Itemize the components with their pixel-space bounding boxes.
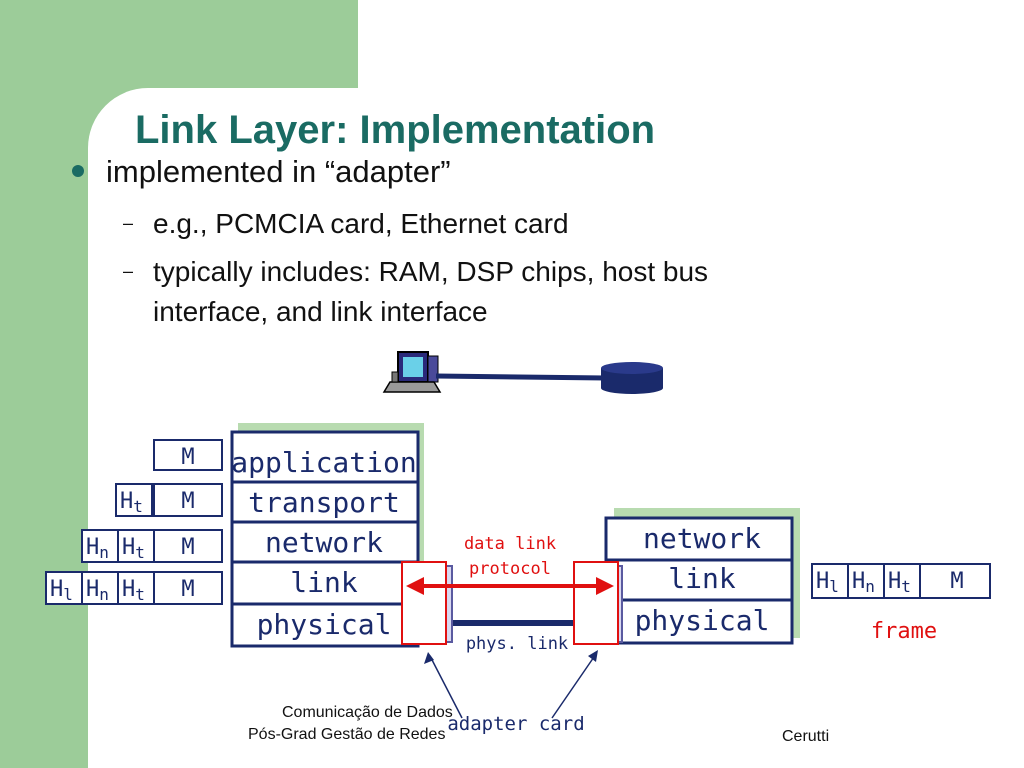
network-cylinder-icon: [601, 362, 663, 394]
header-text: M Ht M Hn Ht M Hl Hn Ht M Hl Hn Ht M: [50, 445, 964, 604]
left-adapter-card: [401, 561, 447, 645]
m-label: M: [181, 577, 194, 602]
sub-bullet-cards: –e.g., PCMCIA card, Ethernet card: [123, 208, 569, 240]
computer-icon: [382, 351, 442, 393]
hl-label: Hl: [50, 577, 73, 604]
layer-physical: physical: [257, 608, 392, 641]
frame-m-label: M: [950, 569, 963, 594]
hn-label: Hn: [86, 577, 109, 604]
layer-transport: transport: [248, 486, 400, 519]
frame-label: frame: [871, 619, 937, 644]
right-layer-physical: physical: [635, 604, 770, 637]
sub-bullet-cards-text: e.g., PCMCIA card, Ethernet card: [153, 208, 569, 239]
right-layer-network: network: [643, 522, 761, 555]
right-layer-link: link: [668, 562, 736, 595]
m-label: M: [181, 489, 194, 514]
ht-label: Ht: [122, 577, 145, 604]
data-link-arrow: [406, 577, 614, 595]
layer-application: application: [231, 446, 416, 479]
layer-link: link: [290, 566, 358, 599]
bullet-dot-icon: [72, 164, 84, 177]
frame-hn-label: Hn: [852, 569, 875, 596]
dash-marker: –: [123, 261, 134, 281]
green-side-band: [0, 0, 88, 768]
protocol-label: protocol: [469, 559, 551, 579]
encapsulation-headers: [45, 439, 991, 605]
right-adapter-card: [573, 561, 619, 645]
network-cable: [435, 373, 607, 381]
footer-program: Pós-Grad Gestão de Redes: [248, 726, 446, 743]
left-protocol-stack: application transport network link physi…: [230, 430, 420, 648]
hn-label: Hn: [86, 535, 109, 562]
green-top-band: [0, 0, 358, 88]
right-protocol-stack: network link physical: [604, 516, 794, 645]
footer-author: Cerutti: [782, 728, 830, 745]
dash-marker: –: [123, 213, 134, 233]
phys-link-label: phys. link: [466, 634, 568, 654]
ht-label: Ht: [120, 489, 143, 516]
sub-bullet-includes: –typically includes: RAM, DSP chips, hos…: [123, 256, 708, 288]
ht-label: Ht: [122, 535, 145, 562]
adapter-card-label: adapter card: [447, 713, 584, 735]
bullet-adapter: implemented in “adapter”: [72, 154, 451, 190]
frame-ht-label: Ht: [888, 569, 911, 596]
sub-bullet-includes-cont: interface, and link interface: [153, 296, 488, 327]
adapter-pointer-arrows: [424, 650, 598, 719]
slide-title: Link Layer: Implementation: [135, 108, 656, 152]
m-label: M: [181, 535, 194, 560]
frame-hl-label: Hl: [816, 569, 839, 596]
data-link-label: data link: [464, 534, 556, 554]
layer-network: network: [265, 526, 383, 559]
footer-course: Comunicação de Dados: [282, 704, 453, 721]
sub-bullet-includes-text: typically includes: RAM, DSP chips, host…: [153, 256, 709, 287]
m-label: M: [181, 445, 194, 470]
bullet-adapter-text: implemented in “adapter”: [106, 154, 451, 189]
